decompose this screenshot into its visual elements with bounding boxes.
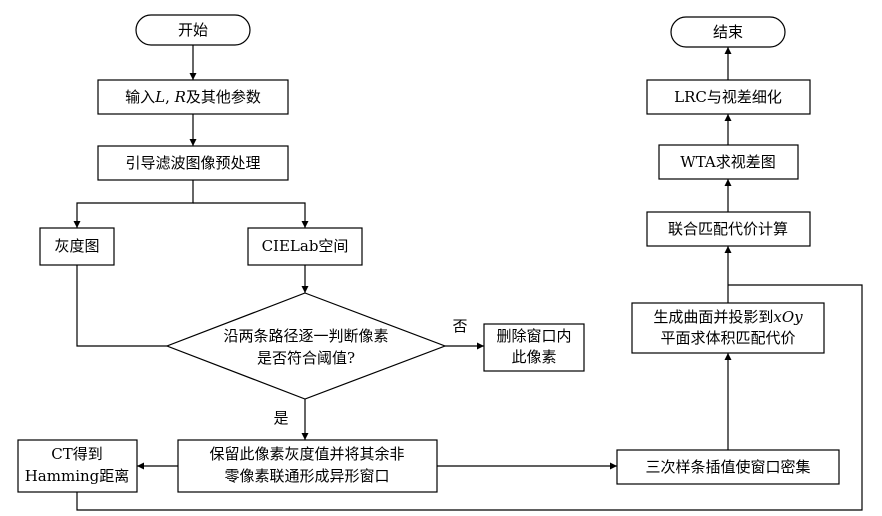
- end-node: 结束: [670, 16, 786, 48]
- ct-hamming-line-1: CT得到: [51, 445, 102, 463]
- lrc-box: LRC与视差细化: [646, 79, 811, 115]
- ct-hamming-line-2: Hamming距离: [25, 467, 130, 485]
- surface-line-1-text: 生成曲面并投影到: [653, 308, 773, 326]
- wta-label: WTA求视差图: [680, 153, 775, 171]
- input-suffix: 及其他参数: [186, 88, 261, 106]
- preprocess-label: 引导滤波图像预处理: [125, 154, 260, 172]
- surface-volume-box: 生成曲面并投影到xOy 平面求体积匹配代价: [631, 302, 825, 354]
- threshold-decision: 沿两条路径逐一判断像素 是否符合阈值?: [165, 292, 447, 400]
- arrow-to-cielab: [193, 202, 309, 228]
- delete-pixel-box: 删除窗口内 此像素: [483, 323, 585, 372]
- connector-ct-to-aggregate: [76, 284, 863, 511]
- keep-pixel-line-2: 零像素联通形成异形窗口: [224, 467, 389, 485]
- cielab-box: CIELab空间: [247, 227, 363, 266]
- input-params-label: 输入L, R及其他参数: [125, 88, 261, 106]
- wta-box: WTA求视差图: [658, 144, 799, 180]
- cielab-label: CIELab空间: [262, 237, 349, 255]
- connector-preprocess-split: [73, 180, 194, 228]
- input-separator: ,: [165, 88, 175, 106]
- ct-hamming-box: CT得到 Hamming距离: [17, 439, 138, 493]
- surface-volume-line-2: 平面求体积匹配代价: [660, 329, 795, 347]
- connector-gray-to-decision: [76, 265, 167, 347]
- aggregate-cost-box: 联合匹配代价计算: [646, 211, 811, 247]
- delete-pixel-line-1: 删除窗口内: [496, 327, 571, 345]
- keep-pixel-box: 保留此像素灰度值并将其余非 零像素联通形成异形窗口: [177, 439, 438, 493]
- edge-label-no: 否: [452, 317, 467, 335]
- surface-volume-line-1: 生成曲面并投影到xOy: [653, 308, 803, 326]
- connectors: [73, 45, 863, 511]
- decision-line-2: 是否符合阈值?: [257, 349, 355, 367]
- input-params-box: 输入L, R及其他参数: [97, 79, 289, 115]
- start-label: 开始: [178, 21, 208, 39]
- input-var-l: L: [154, 88, 165, 106]
- input-var-r: R: [174, 88, 186, 106]
- gray-image-box: 灰度图: [39, 227, 115, 266]
- keep-pixel-line-1: 保留此像素灰度值并将其余非: [209, 445, 404, 463]
- start-node: 开始: [135, 14, 251, 46]
- surface-line-1-var: xOy: [773, 308, 803, 326]
- input-prefix: 输入: [125, 88, 155, 106]
- gray-image-label: 灰度图: [54, 237, 99, 255]
- edge-label-yes: 是: [273, 409, 288, 427]
- decision-line-1: 沿两条路径逐一判断像素: [223, 327, 388, 345]
- spline-box: 三次样条插值使窗口密集: [616, 449, 840, 485]
- aggregate-cost-label: 联合匹配代价计算: [668, 220, 788, 238]
- preprocess-box: 引导滤波图像预处理: [97, 145, 289, 181]
- lrc-label: LRC与视差细化: [674, 88, 782, 106]
- delete-pixel-line-2: 此像素: [511, 348, 556, 366]
- spline-label: 三次样条插值使窗口密集: [645, 458, 810, 476]
- end-label: 结束: [713, 23, 743, 41]
